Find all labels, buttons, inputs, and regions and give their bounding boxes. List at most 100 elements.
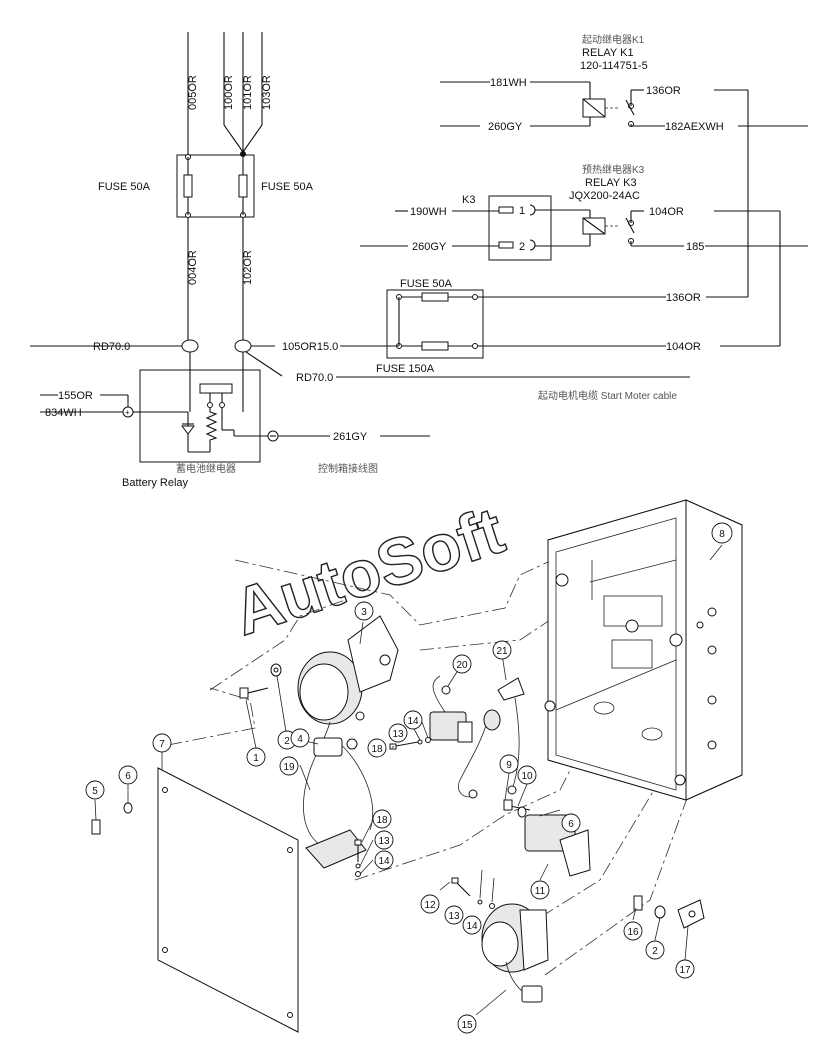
- wire-label-103: 103OR: [261, 75, 273, 110]
- svg-text:2: 2: [652, 946, 658, 957]
- relay-k3-part: [503, 799, 591, 877]
- starter-relay-part: [297, 615, 399, 725]
- pin-2: 2: [519, 241, 525, 253]
- svg-text:13: 13: [448, 911, 460, 922]
- relay-k1-cn: 起动继电器K1: [582, 33, 645, 46]
- svg-text:6: 6: [125, 771, 131, 782]
- callout-14: 14: [462, 915, 482, 935]
- relay-k3-pn: JQX200-24AC: [569, 190, 640, 202]
- svg-text:4: 4: [297, 734, 303, 745]
- svg-text:10: 10: [521, 771, 533, 782]
- callout-5: 5: [85, 780, 105, 800]
- exploded-view: 1 2 3 4 5 6 7 8 9 10 6 11 12 13 14 15 16…: [85, 499, 743, 1034]
- callout-13a: 13: [388, 723, 408, 743]
- start-cable-label: 起动电机电缆 Start Moter cable: [538, 389, 677, 402]
- svg-text:18: 18: [371, 744, 383, 755]
- battery-relay-en: Battery Relay: [122, 477, 189, 489]
- callout-7: 7: [152, 733, 172, 753]
- fuse-box: [386, 289, 484, 359]
- fuse-left-label: FUSE 50A: [98, 181, 151, 193]
- callout-13b: 13: [374, 830, 394, 850]
- wire-label-100: 100OR: [223, 75, 235, 110]
- callout-20: 20: [452, 654, 472, 674]
- svg-text:8: 8: [719, 529, 725, 540]
- bolt-and-washer: [239, 663, 282, 699]
- ground-bracket: [633, 895, 705, 929]
- svg-text:20: 20: [456, 660, 468, 671]
- wire-104-b-label: 104OR: [666, 341, 701, 353]
- callout-21: 21: [492, 640, 512, 660]
- svg-text:1: 1: [253, 753, 259, 764]
- callout-13: 13: [444, 905, 464, 925]
- svg-text:21: 21: [496, 646, 508, 657]
- svg-text:14: 14: [466, 921, 478, 932]
- starter-solenoid-part: [481, 903, 549, 1003]
- control-box-enclosure: [544, 499, 743, 801]
- svg-text:13: 13: [378, 836, 390, 847]
- k3-tag: K3: [462, 194, 475, 206]
- callout-15: 15: [457, 1014, 477, 1034]
- callout-1: 1: [246, 747, 266, 767]
- callout-14b: 14: [374, 850, 394, 870]
- battery-relay-box: [139, 369, 261, 463]
- battery-relay-cn: 蓄电池继电器: [176, 462, 236, 475]
- callout-2b: 2: [645, 940, 665, 960]
- callout-19: 19: [279, 756, 299, 776]
- wire-260-a-label: 260GY: [488, 121, 523, 133]
- wire-261-label: 261GY: [333, 431, 368, 443]
- svg-text:9: 9: [506, 760, 512, 771]
- wire-label-004: 004OR: [187, 250, 199, 285]
- wire-185-label: 185: [686, 241, 704, 253]
- wire-834-label: 834WH: [45, 407, 82, 419]
- svg-text:17: 17: [679, 965, 691, 976]
- wire-260-b-label: 260GY: [412, 241, 447, 253]
- callout-4: 4: [290, 728, 310, 748]
- rd70-left-label: RD70.0: [93, 341, 130, 353]
- wire-104-a-label: 104OR: [649, 206, 684, 218]
- callout-14a: 14: [403, 710, 423, 730]
- rd70-right-label: RD70.0: [296, 372, 333, 384]
- svg-text:13: 13: [392, 729, 404, 740]
- callout-17: 17: [675, 959, 695, 979]
- svg-text:16: 16: [627, 927, 639, 938]
- relay-k3-cn: 预热继电器K3: [582, 163, 645, 176]
- fuse-box-bottom-label: FUSE 150A: [376, 363, 435, 375]
- relay-schematic: 起动继电器K1 RELAY K1 120-114751-5 181WH 260G…: [360, 33, 808, 402]
- wire-190-label: 190WH: [410, 206, 447, 218]
- callout-8: 8: [711, 522, 733, 544]
- callout-11: 11: [530, 880, 550, 900]
- relay-k1-en: RELAY K1: [582, 47, 634, 59]
- wire-136-a-label: 136OR: [646, 85, 681, 97]
- callout-6b: 6: [561, 813, 581, 833]
- svg-text:14: 14: [407, 716, 419, 727]
- fuse-right-symbol: [238, 174, 248, 198]
- battery-relay-part: [303, 721, 374, 869]
- wire-label-101: 101OR: [242, 75, 254, 110]
- wire-136-b-label: 136OR: [666, 292, 701, 304]
- svg-text:+: +: [125, 408, 130, 417]
- relay-k3-en: RELAY K3: [585, 177, 637, 189]
- svg-text:5: 5: [92, 786, 98, 797]
- callout-9: 9: [499, 754, 519, 774]
- svg-text:2: 2: [284, 736, 290, 747]
- svg-text:14: 14: [378, 856, 390, 867]
- cover-plate: [91, 767, 299, 1033]
- callout-10: 10: [517, 765, 537, 785]
- relay-k1-part: [429, 675, 525, 799]
- wire-label-102: 102OR: [242, 250, 254, 285]
- svg-text:18: 18: [376, 815, 388, 826]
- callout-16: 16: [623, 921, 643, 941]
- callout-18a: 18: [367, 738, 387, 758]
- battery-relay-schematic: 005OR 100OR 101OR 103OR FUSE 50A FUSE 50…: [30, 32, 690, 489]
- callout-12: 12: [420, 894, 440, 914]
- control-box-cn: 控制箱接线图: [318, 462, 378, 475]
- svg-text:11: 11: [535, 886, 546, 897]
- svg-text:3: 3: [361, 607, 367, 618]
- wire-label-005: 005OR: [187, 75, 199, 110]
- fuse-box-top-label: FUSE 50A: [400, 278, 453, 290]
- fuse-right-label: FUSE 50A: [261, 181, 314, 193]
- wire-155-label: 155OR: [58, 390, 93, 402]
- fuse-left-symbol: [183, 174, 193, 198]
- callout-3: 3: [354, 601, 374, 621]
